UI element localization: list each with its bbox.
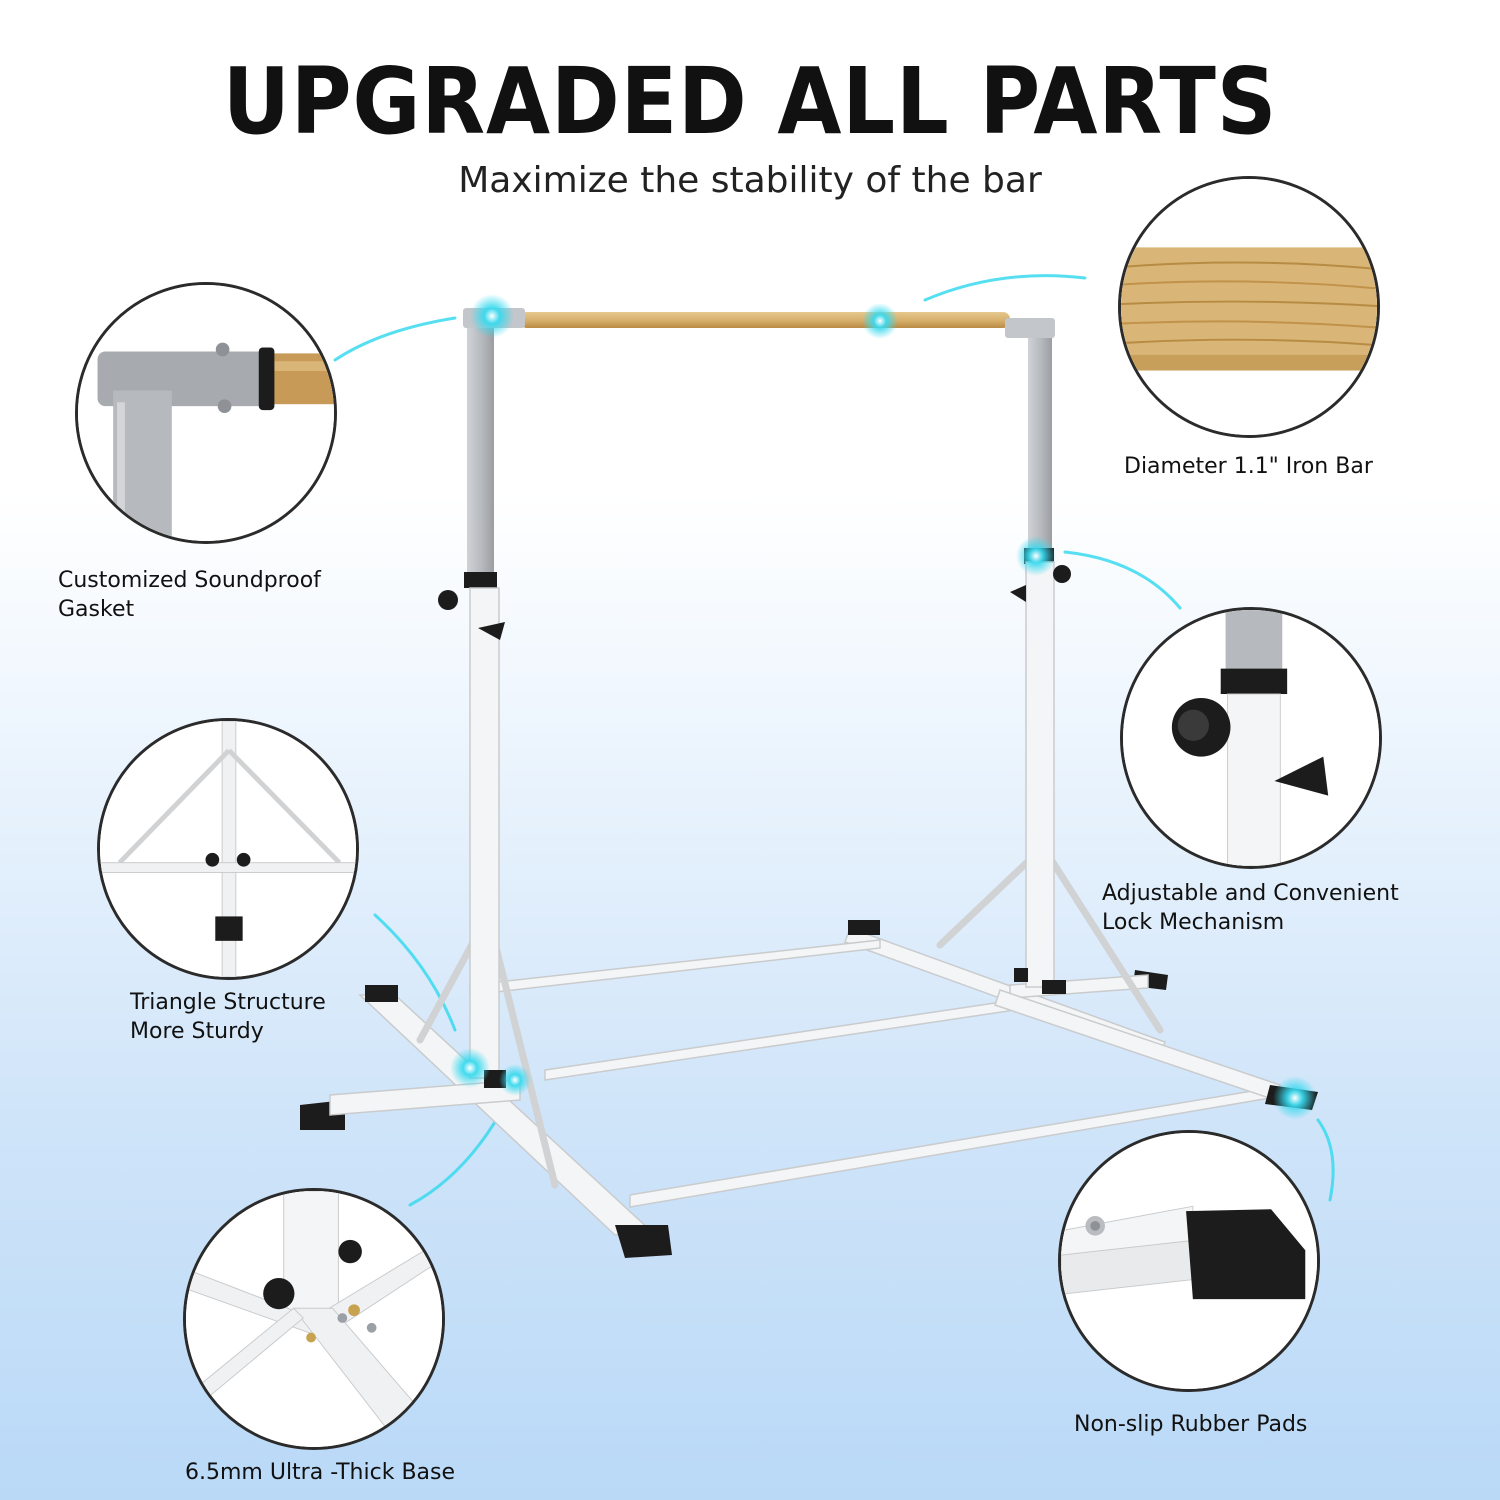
pads-caption-line1: Non-slip Rubber Pads xyxy=(1074,1412,1308,1437)
top-bar xyxy=(463,308,1055,338)
highlight-glows xyxy=(450,294,1317,1120)
gasket-caption-line2: Gasket xyxy=(58,597,135,622)
pads-caption: Non-slip Rubber Pads xyxy=(1074,1410,1307,1439)
lock-caption-line2: Lock Mechanism xyxy=(1102,910,1285,935)
base-caption: 6.5mm Ultra -Thick Base xyxy=(185,1458,455,1487)
lock-detail-icon xyxy=(1123,610,1379,866)
front-base xyxy=(300,985,672,1258)
headline: UPGRADED ALL PARTS xyxy=(222,48,1278,155)
base-detail-icon xyxy=(186,1191,442,1447)
triangle-detail-circle xyxy=(97,718,359,980)
wood-bar-detail-icon xyxy=(1121,179,1377,435)
triangle-detail-icon xyxy=(100,721,356,977)
base-caption-line1: 6.5mm Ultra -Thick Base xyxy=(185,1460,456,1485)
gasket-caption: Customized Soundproof Gasket xyxy=(58,566,321,624)
gasket-detail-circle xyxy=(75,282,337,544)
lock-caption: Adjustable and Convenient Lock Mechanism xyxy=(1102,879,1399,937)
pad-detail-circle xyxy=(1058,1130,1320,1392)
lock-detail-circle xyxy=(1120,607,1382,869)
right-base xyxy=(994,989,1318,1110)
triangle-caption-line2: More Sturdy xyxy=(130,1019,264,1044)
right-upright xyxy=(1010,330,1071,994)
pad-detail-icon xyxy=(1061,1133,1317,1389)
gasket-caption-line1: Customized Soundproof xyxy=(58,568,321,593)
triangle-caption-line1: Triangle Structure xyxy=(130,990,326,1015)
iron-bar-caption-line1: Diameter 1.1" Iron Bar xyxy=(1124,454,1373,479)
left-upright xyxy=(438,322,506,1088)
subheadline: Maximize the stability of the bar xyxy=(458,160,1042,201)
iron-bar-caption: Diameter 1.1" Iron Bar xyxy=(1124,452,1373,481)
gasket-detail-icon xyxy=(78,285,334,541)
lock-caption-line1: Adjustable and Convenient xyxy=(1102,881,1399,906)
base-detail-circle xyxy=(183,1188,445,1450)
wood-bar-detail-circle xyxy=(1118,176,1380,438)
triangle-caption: Triangle Structure More Sturdy xyxy=(130,988,326,1046)
